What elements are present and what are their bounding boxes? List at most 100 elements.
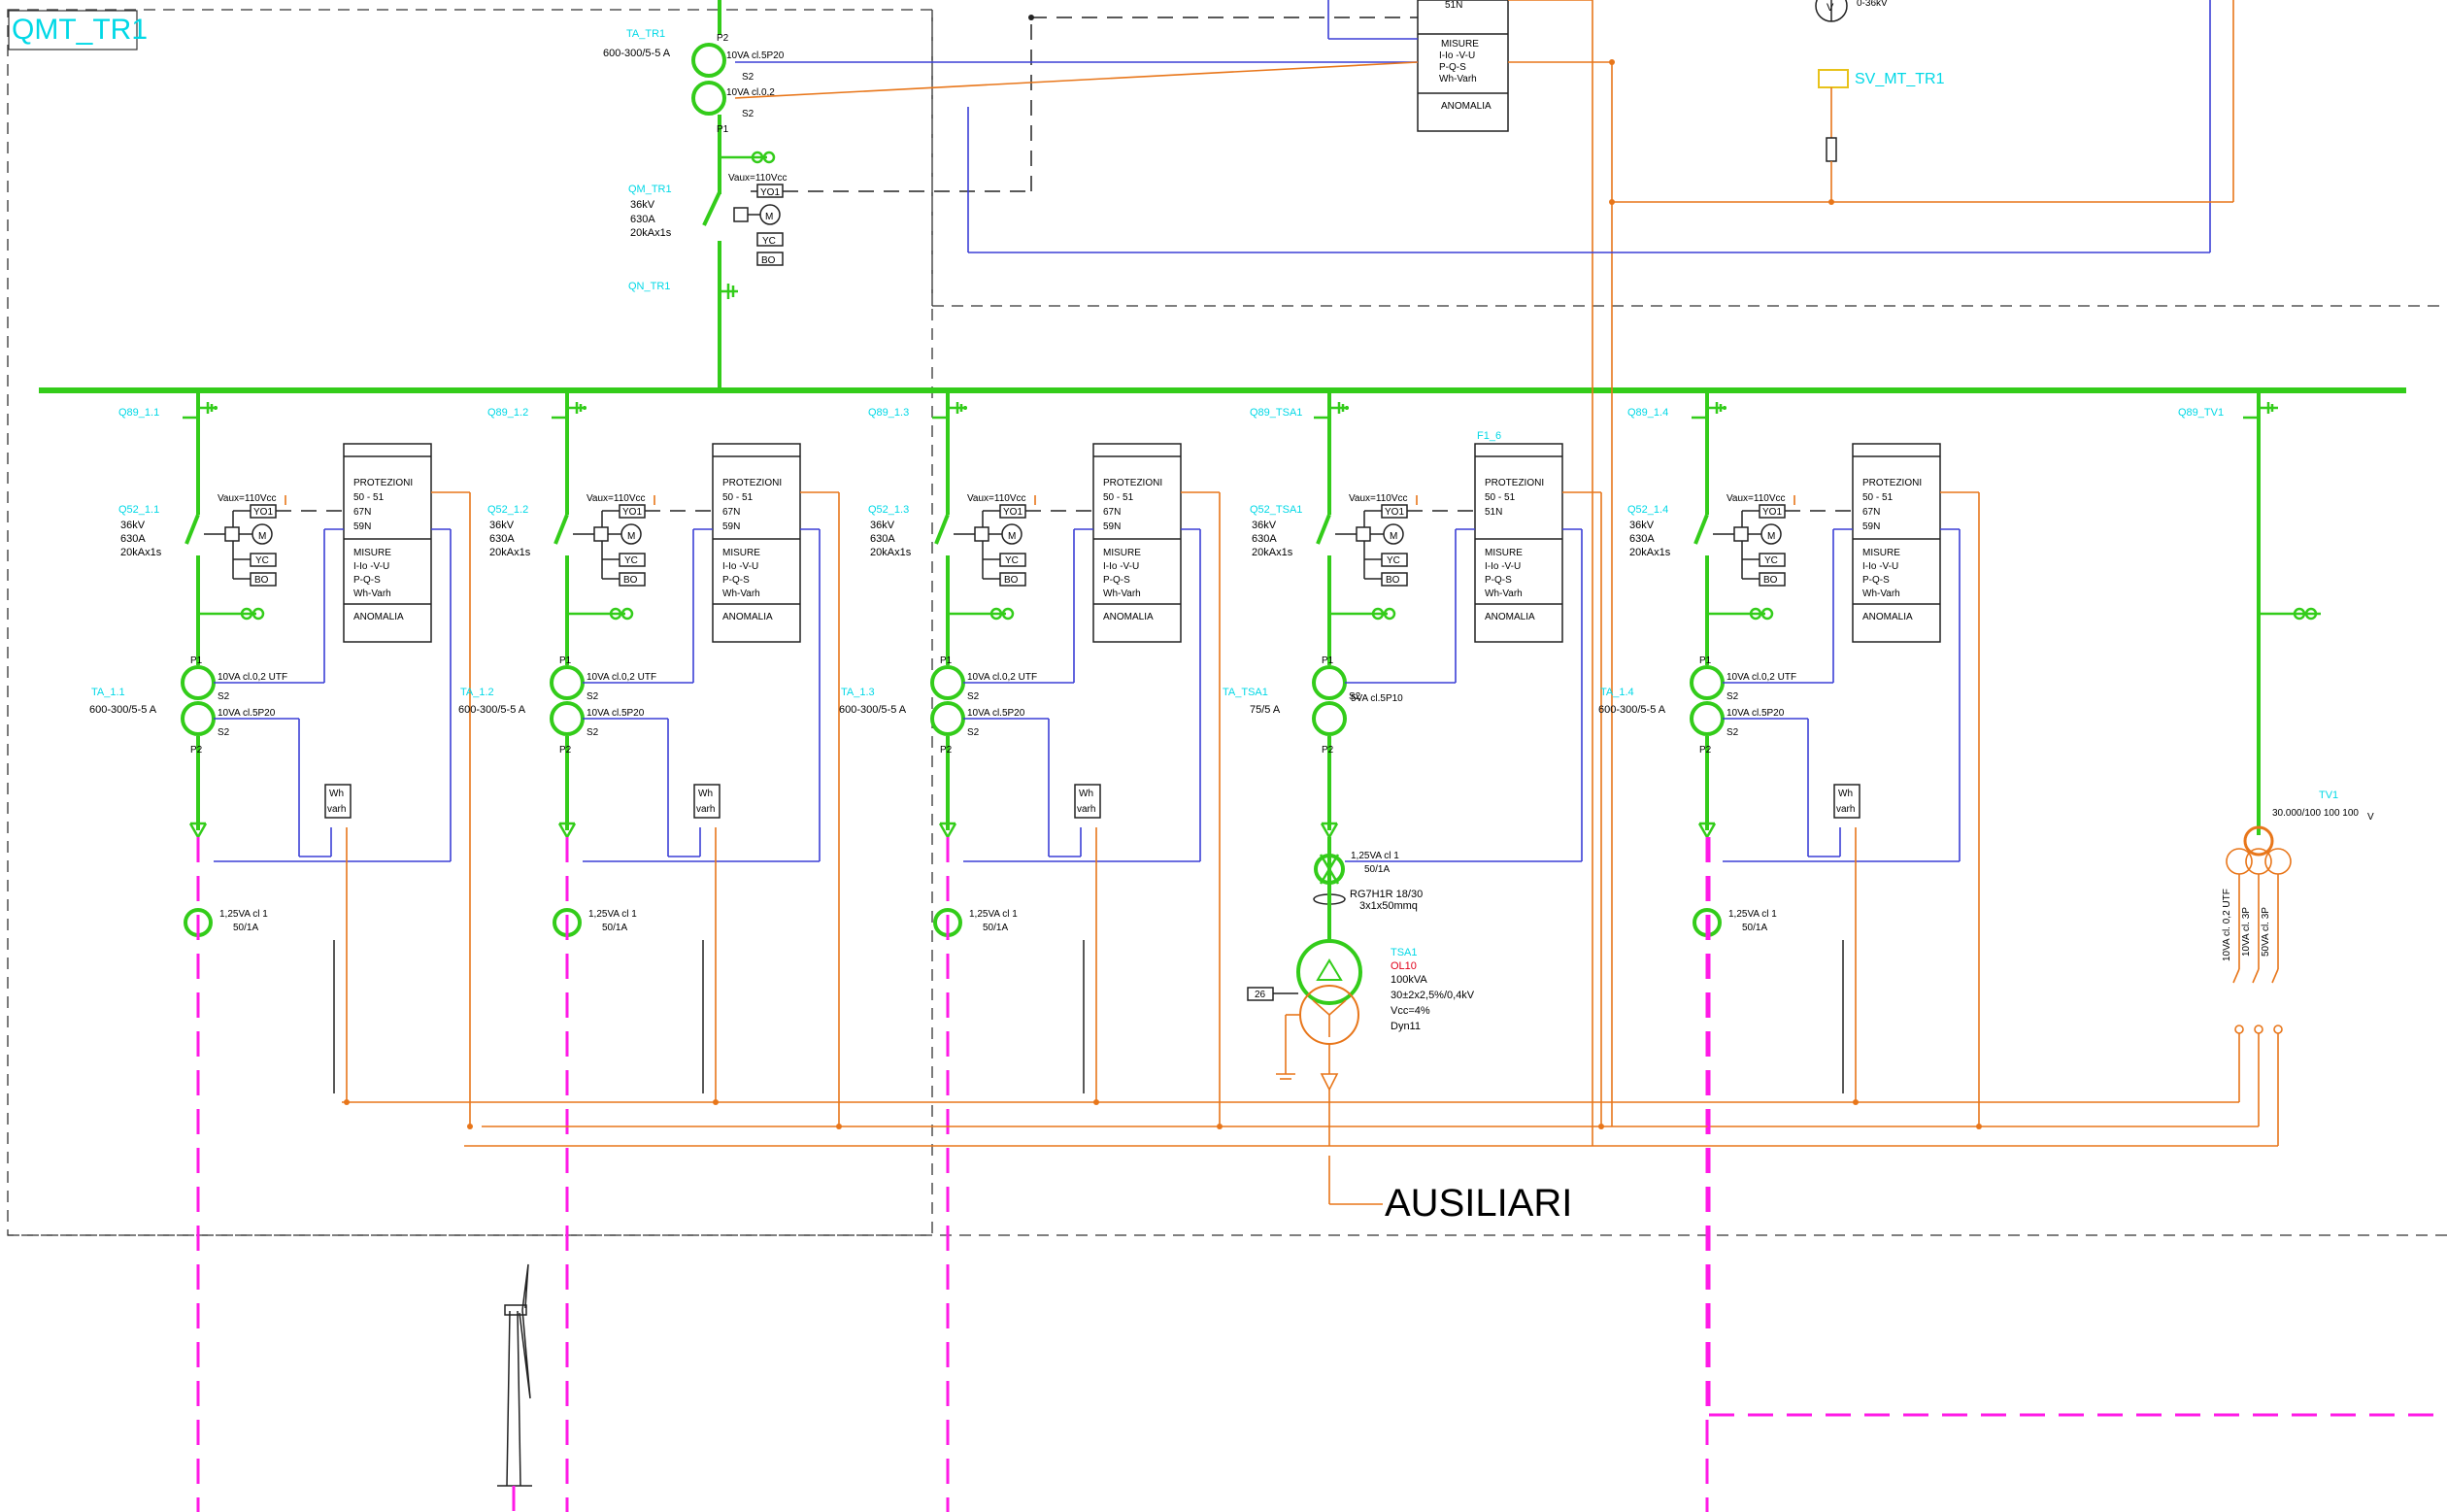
vt-bay: Q89_TV1 TV1 30.000/100 100 100 V 10VA cl… xyxy=(2178,390,2374,1146)
feeder-ct-core1: 10VA cl.0,2 UTF xyxy=(218,672,287,683)
feeder-s2-b: S2 xyxy=(218,727,230,738)
relay-line: Wh-Varh xyxy=(1862,588,1900,599)
relay-line: P-Q-S xyxy=(353,575,381,586)
relay-line: 59N xyxy=(1862,521,1880,532)
incomer-core2: 10VA cl.0,2 xyxy=(726,87,775,98)
feeder-coil-yc: YC xyxy=(1005,555,1019,566)
relay-line: P-Q-S xyxy=(1103,575,1130,586)
feeder-p2: P2 xyxy=(1699,745,1712,756)
relay-line: MISURE xyxy=(722,548,760,558)
energy-meter-icon xyxy=(1074,784,1101,819)
relay-line: 50 - 51 xyxy=(1103,492,1134,503)
toroid-ratio: 50/1A xyxy=(602,923,627,933)
relay-line: ANOMALIA xyxy=(353,612,404,622)
feeder-vaux: Vaux=110Vcc xyxy=(1726,493,1786,504)
feeder-breaker-label: Q52_1.1 xyxy=(118,504,159,516)
auxiliaries-label: AUSILIARI xyxy=(1385,1182,1572,1225)
relay-line: Wh-Varh xyxy=(1485,588,1523,599)
feeder-coil-m: M xyxy=(1767,531,1775,542)
energy-meter-icon xyxy=(1833,784,1860,819)
relay-line: I-Io -V-U xyxy=(353,561,389,572)
relay-line: ANOMALIA xyxy=(722,612,773,622)
incomer-relay-l5: ANOMALIA xyxy=(1441,101,1492,112)
feeder-s2-a: S2 xyxy=(218,691,230,702)
feeder-ct-ratio: 600-300/5-5 A xyxy=(458,704,526,716)
relay-line: 50 - 51 xyxy=(1862,492,1894,503)
feeder-p2: P2 xyxy=(190,745,203,756)
feeder-bay: Q89_1.3Q52_1.336kV630A20kAx1sVaux=110Vcc… xyxy=(839,388,1223,1512)
incomer-breaker-a: 630A xyxy=(630,214,655,225)
meter-varh-label: varh xyxy=(327,804,346,815)
feeder-breaker-current: 630A xyxy=(1252,533,1277,545)
feeder-ct-label: TA_1.2 xyxy=(460,687,494,698)
relay-line: Wh-Varh xyxy=(1103,588,1141,599)
feeder-bay: Q89_TSA1Q52_TSA136kV630A20kAx1sVaux=110V… xyxy=(1223,388,1604,1129)
incomer-s2-a: S2 xyxy=(742,72,754,83)
relay-line: 50 - 51 xyxy=(353,492,385,503)
energy-meter-icon xyxy=(693,784,721,819)
feeder-ct-label: TA_1.1 xyxy=(91,687,125,698)
relay-line: I-Io -V-U xyxy=(1862,561,1898,572)
toroid-ratio: 50/1A xyxy=(1742,923,1767,933)
incomer-core1: 10VA cl.5P20 xyxy=(726,50,785,61)
feeder-breaker-shortcircuit: 20kAx1s xyxy=(120,547,162,558)
feeder-ct-core1: 10VA cl.0,2 UTF xyxy=(587,672,656,683)
relay-line: MISURE xyxy=(1485,548,1523,558)
relay-id: F1_6 xyxy=(1477,430,1501,442)
feeder-breaker-voltage: 36kV xyxy=(1629,520,1655,531)
feeder-ct-core2: 10VA cl.5P20 xyxy=(1726,708,1785,719)
feeder-s2-a: S2 xyxy=(1726,691,1739,702)
incomer-relay-l2: I-Io -V-U xyxy=(1439,50,1475,61)
feeder-coil-yo: YO1 xyxy=(1003,507,1022,518)
toroid-rating: 1,25VA cl 1 xyxy=(1351,851,1399,861)
relay-line: 67N xyxy=(353,507,371,518)
feeder-p2: P2 xyxy=(940,745,953,756)
feeder-s2-a: S2 xyxy=(587,691,599,702)
meter-varh-label: varh xyxy=(1077,804,1095,815)
feeder-ct-ratio: 600-300/5-5 A xyxy=(1598,704,1666,716)
vt-core3: 50VA cl. 3P xyxy=(2261,907,2271,957)
vt-core1: 10VA cl. 0,2 UTF xyxy=(2222,889,2232,961)
feeder-p1: P1 xyxy=(190,655,203,666)
feeder-disconnector-label: Q89_1.1 xyxy=(118,407,159,419)
feeder-breaker-shortcircuit: 20kAx1s xyxy=(1252,547,1293,558)
relay-line: 67N xyxy=(1862,507,1880,518)
feeder-coil-yo: YO1 xyxy=(253,507,273,518)
toroid-ratio: 50/1A xyxy=(983,923,1008,933)
wire-junction xyxy=(467,1124,473,1129)
feeder-coil-m: M xyxy=(1008,531,1016,542)
feeder-bay: Q89_1.1Q52_1.136kV630A20kAx1sVaux=110Vcc… xyxy=(89,388,473,1512)
relay-line: Wh-Varh xyxy=(353,588,391,599)
toroid-rating: 1,25VA cl 1 xyxy=(969,909,1018,920)
relay-line: PROTEZIONI xyxy=(1485,478,1544,488)
relay-line: PROTEZIONI xyxy=(722,478,782,488)
feeder-breaker-voltage: 36kV xyxy=(870,520,895,531)
relay-line: 67N xyxy=(1103,507,1121,518)
energy-meter-icon xyxy=(324,784,352,819)
incomer-s2-b: S2 xyxy=(742,109,754,119)
toroid-rating: 1,25VA cl 1 xyxy=(1728,909,1777,920)
feeder-p1: P1 xyxy=(559,655,572,666)
meter-wh-label: Wh xyxy=(1079,789,1093,799)
feeder-ct-label: TA_1.3 xyxy=(841,687,875,698)
feeder-breaker-current: 630A xyxy=(870,533,895,545)
feeder-breaker-label: Q52_1.3 xyxy=(868,504,909,516)
feeder-breaker-voltage: 36kV xyxy=(120,520,146,531)
feeder-vaux: Vaux=110Vcc xyxy=(218,493,277,504)
tsa-transformer: 26 RG7H1R 18/30 3x1x50mmq TSA1 OL10 100k… xyxy=(1247,837,1572,1225)
vt-disconnector: Q89_TV1 xyxy=(2178,407,2224,419)
feeder-breaker-label: Q52_1.2 xyxy=(487,504,528,516)
feeder-s2-b: S2 xyxy=(1726,727,1739,738)
incomer-coil-yo: YO1 xyxy=(760,187,780,198)
tsa-cable-size: 3x1x50mmq xyxy=(1359,900,1418,912)
feeder-ct-core2: 10VA cl.5P20 xyxy=(587,708,645,719)
feeder-vaux: Vaux=110Vcc xyxy=(1349,493,1408,504)
relay-line: PROTEZIONI xyxy=(1103,478,1162,488)
feeder-disconnector-label: Q89_1.2 xyxy=(487,407,528,419)
incomer-bay: TA_TR1 600-300/5-5 A P2 P1 S2 S2 10VA cl… xyxy=(603,0,2234,1146)
relay-line: ANOMALIA xyxy=(1485,612,1535,622)
meter-wh-label: Wh xyxy=(1838,789,1853,799)
relay-line: P-Q-S xyxy=(1485,575,1512,586)
relay-line: 59N xyxy=(353,521,371,532)
feeder-bay: Q89_1.2Q52_1.236kV630A20kAx1sVaux=110Vcc… xyxy=(458,388,842,1512)
